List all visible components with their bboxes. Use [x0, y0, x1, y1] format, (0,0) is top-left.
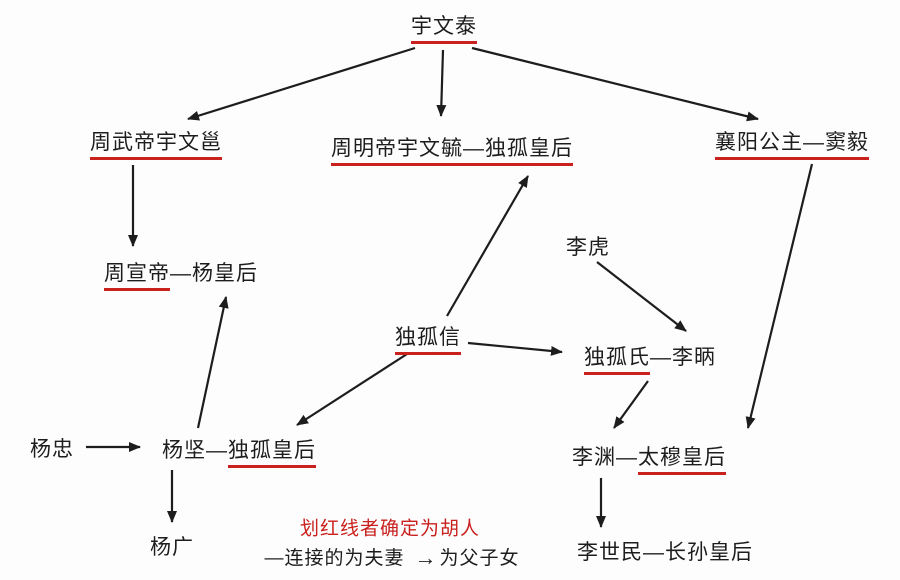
legend-red-note: 划红线者确定为胡人: [299, 518, 481, 540]
arrow-yuwentai-to-zhouwudi: [187, 46, 416, 121]
arrow-lihu-to-libing: [596, 261, 687, 332]
arrow-yuwentai-to-zhoumingdi: [436, 49, 447, 117]
node-yangjian-label-hu: 独孤皇后: [228, 439, 316, 468]
node-lishimin: 李世民—长孙皇后: [577, 536, 753, 566]
node-liyuan-label-hu: 太穆皇后: [638, 446, 726, 475]
node-lihu-label: 李虎: [566, 236, 610, 259]
node-lishimin-label: 李世民—长孙皇后: [577, 541, 753, 564]
node-dugushi-label-rest: —李昞: [650, 346, 716, 369]
node-liyuan: 李渊—太穆皇后: [572, 441, 726, 475]
node-yangguang-label: 杨广: [150, 536, 194, 559]
node-yangzhong: 杨忠: [30, 433, 74, 463]
arrow-xiangyang-to-taimu: [745, 163, 814, 429]
node-dugushi: 独孤氏—李昞: [584, 341, 716, 375]
node-liyuan-label-first: 李渊—: [572, 446, 638, 469]
legend-parent-label: 为父子女: [439, 548, 520, 569]
node-zhouwudi: 周武帝宇文邕: [90, 126, 222, 160]
node-zhouwudi-label: 周武帝宇文邕: [90, 131, 222, 160]
arrow-yangjian-to-yanghuanghou: [196, 296, 229, 429]
node-xiangyang: 襄阳公主—窦毅: [715, 126, 869, 160]
arrow-yuwentai-to-xiangyang: [471, 46, 759, 122]
node-yuwentai-label: 宇文泰: [411, 15, 477, 44]
node-zhoumingdi-label: 周明帝宇文毓—独孤皇后: [331, 137, 573, 166]
node-yangjian-label-first: 杨坚—: [162, 439, 228, 462]
arrow-duguxin-to-yangjian: [296, 353, 408, 426]
node-yangguang: 杨广: [150, 531, 194, 561]
node-xiangyang-label: 襄阳公主—窦毅: [715, 131, 869, 160]
right-arrow-icon: →: [414, 545, 438, 570]
node-duguxin-label: 独孤信: [395, 326, 461, 355]
node-yuwentai: 宇文泰: [411, 10, 477, 44]
arrow-duguxin-to-dugushi: [467, 341, 563, 356]
node-zhoumingdi: 周明帝宇文毓—独孤皇后: [331, 132, 573, 166]
node-zhouxuandi-label-hu: 周宣帝: [104, 262, 170, 291]
legend-couple-label: —连接的为夫妻: [264, 548, 405, 569]
node-dugushi-label-hu: 独孤氏: [584, 346, 650, 375]
node-lihu: 李虎: [566, 231, 610, 261]
arrow-dugushi-to-liyuan: [613, 380, 649, 429]
node-yangzhong-label: 杨忠: [30, 438, 74, 461]
node-zhouxuandi-label-rest: —杨皇后: [170, 262, 258, 285]
node-yangjian: 杨坚—独孤皇后: [162, 434, 316, 468]
node-zhouxuandi: 周宣帝—杨皇后: [104, 257, 258, 291]
node-duguxin: 独孤信: [395, 321, 461, 355]
arrow-duguxin-to-zhoumingdi-empress: [446, 175, 529, 317]
legend-relations: —连接的为夫妻 →为父子女: [264, 543, 519, 571]
